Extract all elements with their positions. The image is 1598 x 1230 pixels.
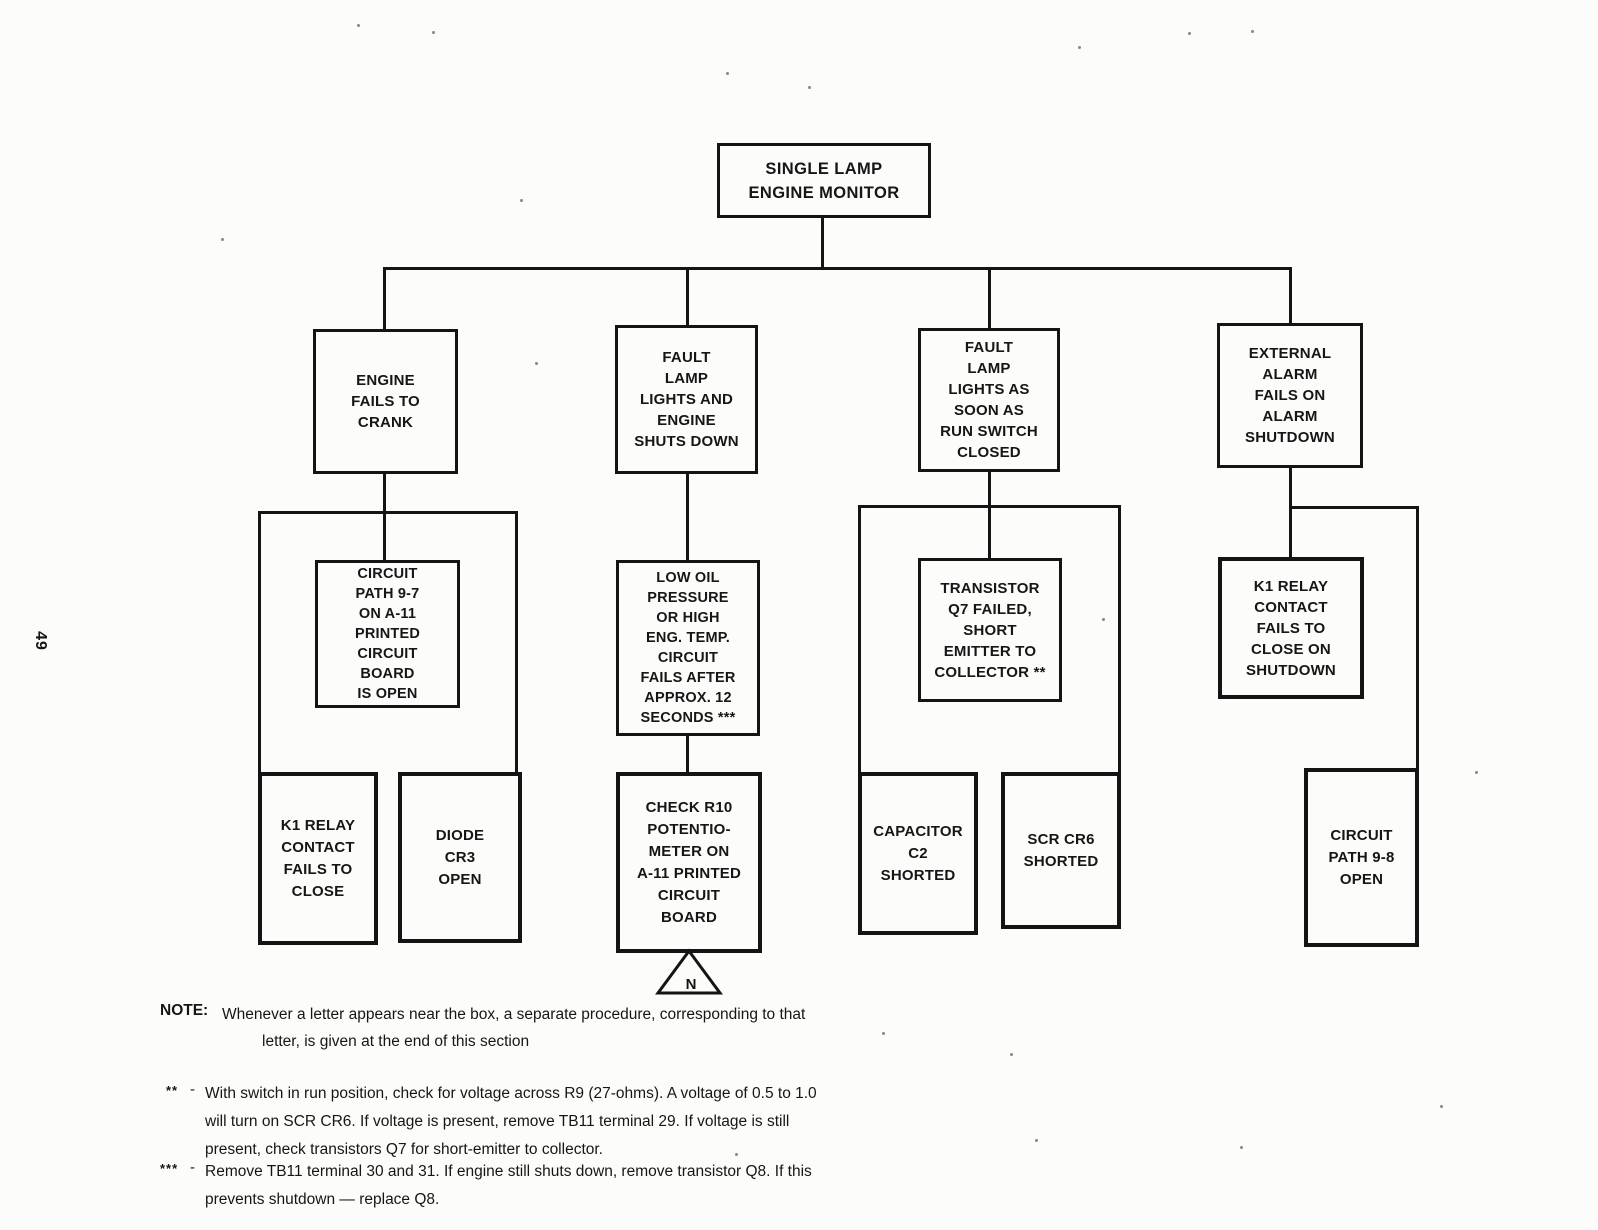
scan-speckle <box>1475 771 1478 774</box>
triangle-letter: N <box>686 976 697 993</box>
box-k1-relay-contact-fails-to-close: K1 RELAY CONTACT FAILS TO CLOSE <box>258 772 378 945</box>
branch3-group-top-line <box>858 505 1121 508</box>
box-check-r10-potentiometer: CHECK R10 POTENTIO- METER ON A-11 PRINTE… <box>616 772 762 953</box>
scan-speckle <box>1078 46 1081 49</box>
connector-main-crossbar-line <box>384 267 1292 270</box>
scan-speckle <box>1035 1139 1038 1142</box>
scan-speckle <box>535 362 538 365</box>
footnote-2-text: Remove TB11 terminal 30 and 31. If engin… <box>205 1163 812 1208</box>
scan-speckle <box>1240 1146 1243 1149</box>
scan-speckle <box>1440 1105 1443 1108</box>
box-diode-cr3-open: DIODE CR3 OPEN <box>398 772 522 943</box>
triangle-connector-n: N <box>654 948 724 996</box>
scan-speckle <box>735 1153 738 1156</box>
connector-branch1-to-child-line <box>383 472 386 562</box>
root-box-single-lamp-engine-monitor: SINGLE LAMP ENGINE MONITOR <box>717 143 931 218</box>
page-number: 49 <box>31 631 49 651</box>
scan-speckle <box>520 199 523 202</box>
connector-branch1-drop-line <box>383 267 386 330</box>
box-external-alarm-fails: EXTERNAL ALARM FAILS ON ALARM SHUTDOWN <box>1217 323 1363 468</box>
box-engine-fails-to-crank: ENGINE FAILS TO CRANK <box>313 329 458 474</box>
box-low-oil-pressure-circuit-fails: LOW OIL PRESSURE OR HIGH ENG. TEMP. CIRC… <box>616 560 760 736</box>
footnote-1-text: With switch in run position, check for v… <box>205 1085 817 1158</box>
scan-speckle <box>1188 32 1191 35</box>
box-fault-lamp-lights-engine-shuts-down: FAULT LAMP LIGHTS AND ENGINE SHUTS DOWN <box>615 325 758 474</box>
branch1-group-top-line <box>258 511 518 514</box>
connector-branch3-to-child-line <box>988 470 991 561</box>
scan-speckle <box>1010 1053 1013 1056</box>
footnote-1-marker: ** <box>166 1083 179 1098</box>
box-scr-cr6-shorted: SCR CR6 SHORTED <box>1001 772 1121 929</box>
box-capacitor-c2-shorted: CAPACITOR C2 SHORTED <box>858 772 978 935</box>
box-k1-relay-fails-close-on-shutdown: K1 RELAY CONTACT FAILS TO CLOSE ON SHUTD… <box>1218 557 1364 699</box>
scan-speckle <box>221 238 224 241</box>
scan-speckle <box>1102 618 1105 621</box>
scan-speckle <box>432 31 435 34</box>
branch3-group-right-rail-line <box>1118 505 1121 774</box>
scan-speckle <box>726 72 729 75</box>
branch3-group-left-rail-line <box>858 505 861 774</box>
box-fault-lamp-lights-run-switch-closed: FAULT LAMP LIGHTS AS SOON AS RUN SWITCH … <box>918 328 1060 472</box>
connector-root-vertical-line <box>821 218 824 270</box>
branch4-group-top-line <box>1289 506 1419 509</box>
branch1-group-left-rail-line <box>258 511 261 775</box>
branch1-group-right-rail-line <box>515 511 518 775</box>
footnote-2-marker: *** <box>160 1161 179 1176</box>
scan-speckle <box>882 1032 885 1035</box>
scan-speckle <box>1251 30 1254 33</box>
connector-branch3-drop-line <box>988 267 991 329</box>
triangle-icon: N <box>655 948 723 995</box>
connector-branch2-drop-line <box>686 267 689 327</box>
footnote-2-dash: - <box>190 1159 195 1176</box>
box-circuit-path-9-7-open: CIRCUIT PATH 9-7 ON A-11 PRINTED CIRCUIT… <box>315 560 460 708</box>
branch4-group-right-rail-line <box>1416 506 1419 770</box>
scan-speckle <box>808 86 811 89</box>
connector-branch2-to-child-line <box>686 472 689 562</box>
note-text: Whenever a letter appears near the box, … <box>222 1006 806 1050</box>
box-circuit-path-9-8-open: CIRCUIT PATH 9-8 OPEN <box>1304 768 1419 947</box>
box-transistor-q7-failed: TRANSISTOR Q7 FAILED, SHORT EMITTER TO C… <box>918 558 1062 702</box>
note-label: NOTE: <box>160 1002 209 1019</box>
footnote-1-dash: - <box>190 1081 195 1098</box>
connector-branch4-drop-line <box>1289 267 1292 324</box>
connector-lowoil-to-check-line <box>686 733 689 775</box>
scan-speckle <box>357 24 360 27</box>
connector-branch4-to-child-line <box>1289 466 1292 559</box>
